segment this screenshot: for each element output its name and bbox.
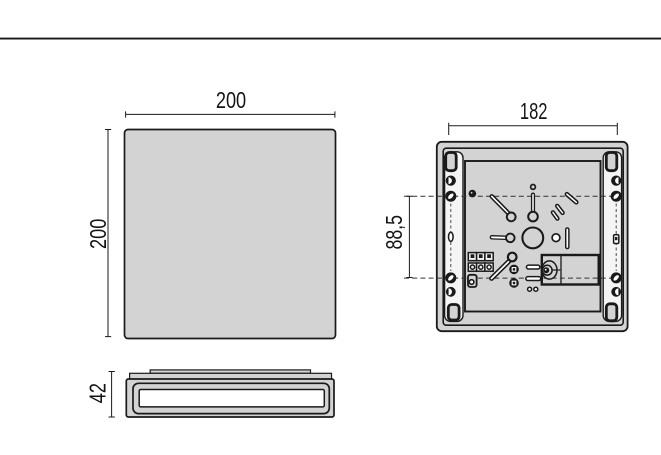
svg-text:42: 42 <box>85 383 111 403</box>
svg-text:182: 182 <box>520 99 548 124</box>
svg-text:88,5: 88,5 <box>382 215 408 249</box>
svg-text:200: 200 <box>216 88 246 114</box>
svg-text:200: 200 <box>86 219 112 249</box>
